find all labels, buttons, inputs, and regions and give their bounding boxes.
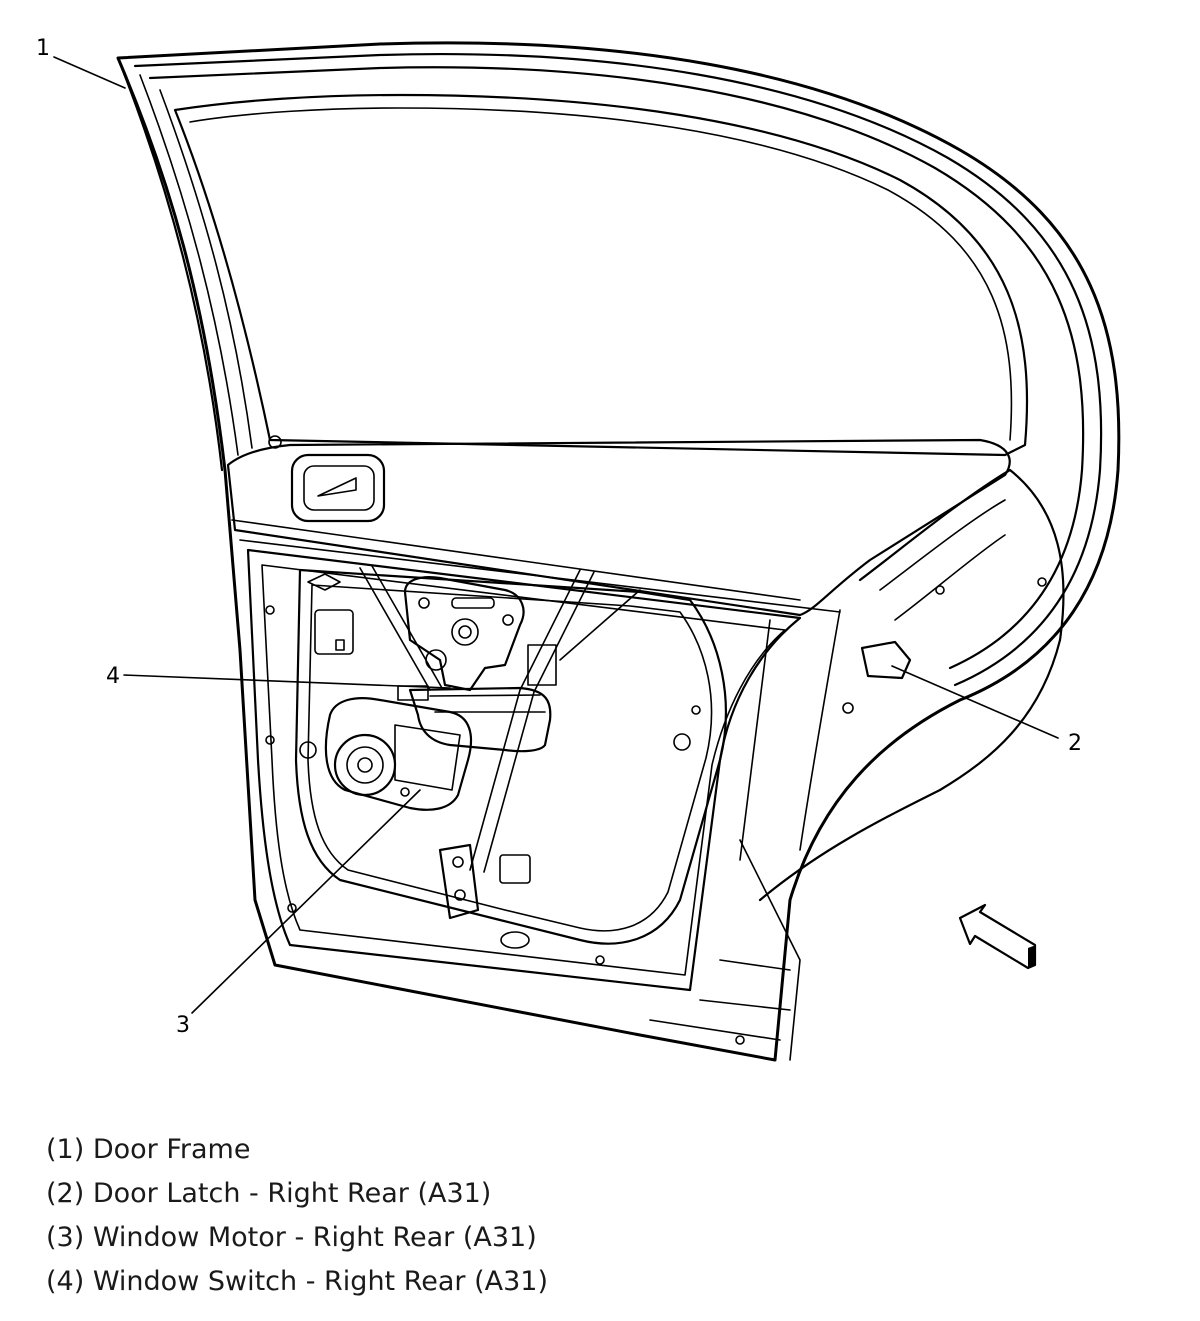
door-frame xyxy=(116,41,1121,1062)
door-latch xyxy=(860,640,912,680)
inner-panel xyxy=(246,548,1047,1045)
legend-item-1: (1) Door Frame xyxy=(46,1134,251,1165)
window-regulator xyxy=(359,565,691,949)
door-edge xyxy=(649,468,1065,1061)
callout-2: 2 xyxy=(1068,731,1082,756)
door-diagram: 1 2 3 4 xyxy=(36,36,1121,1062)
window-switch xyxy=(397,685,552,753)
belt-trim xyxy=(226,435,1011,617)
callout-leaders xyxy=(53,56,1059,1014)
callout-4: 4 xyxy=(106,664,120,689)
window-motor xyxy=(299,697,472,811)
parts-legend: (1) Door Frame (2) Door Latch - Right Re… xyxy=(46,1128,548,1304)
legend-item-4: (4) Window Switch - Right Rear (A31) xyxy=(46,1266,549,1297)
legend-item-2: (2) Door Latch - Right Rear (A31) xyxy=(46,1178,492,1209)
view-direction-arrow-icon xyxy=(958,903,1037,970)
callout-3: 3 xyxy=(176,1013,190,1038)
callout-1: 1 xyxy=(36,36,50,61)
legend-item-3: (3) Window Motor - Right Rear (A31) xyxy=(46,1222,537,1253)
